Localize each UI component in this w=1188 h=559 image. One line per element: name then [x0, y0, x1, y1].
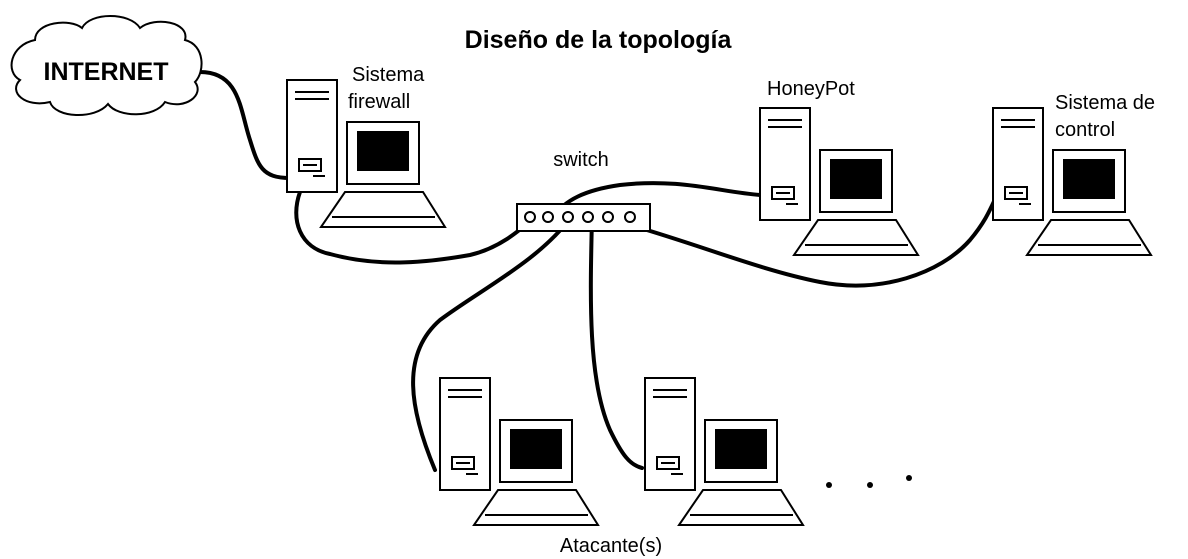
cables [198, 70, 998, 472]
diagram-title: Diseño de la topología [465, 26, 733, 54]
cable-firewall-switch [294, 190, 537, 265]
cable-attacker2-switch [588, 215, 644, 470]
cable-internet-firewall [198, 70, 292, 180]
cable-attacker1-switch [411, 215, 573, 472]
switch-label: switch [553, 149, 609, 171]
more-attackers-ellipsis-icon [826, 475, 912, 488]
attacker-computer-icon [439, 377, 599, 526]
honeypot-label: HoneyPot [767, 78, 855, 100]
internet-label: INTERNET [44, 58, 169, 86]
cable-honeypot-switch [551, 181, 762, 219]
firewall-label-line2: firewall [348, 91, 410, 113]
cable-control-switch [628, 195, 998, 288]
internet-cloud-icon [10, 15, 203, 117]
control-label-line2: control [1055, 119, 1115, 141]
switch-icon [516, 203, 651, 232]
control-label-line1: Sistema de [1055, 92, 1155, 114]
attacker-computer-icon [644, 377, 804, 526]
attackers-label: Atacante(s) [560, 535, 662, 557]
honeypot-computer-icon [759, 107, 919, 256]
firewall-label-line1: Sistema [352, 64, 425, 86]
